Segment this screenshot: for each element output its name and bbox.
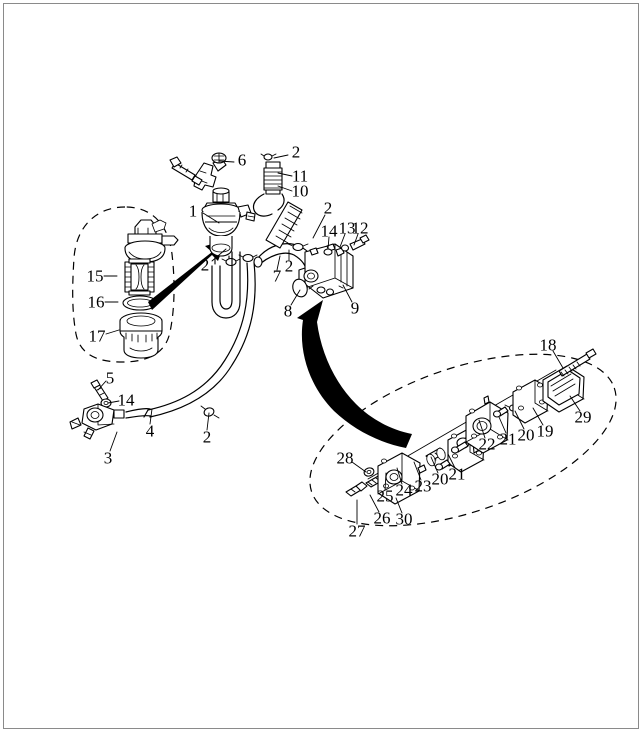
leader-2 bbox=[312, 214, 326, 239]
callout-3: 3 bbox=[103, 448, 113, 468]
callout-25: 25 bbox=[376, 486, 394, 506]
callout-leaders bbox=[97, 154, 581, 525]
leader-14 bbox=[327, 236, 330, 250]
callout-17: 17 bbox=[88, 326, 106, 346]
leader-1 bbox=[202, 212, 220, 224]
part-21-left bbox=[450, 441, 469, 454]
leader-9 bbox=[342, 284, 353, 303]
leader-7 bbox=[276, 255, 281, 271]
callout-18: 18 bbox=[539, 335, 557, 355]
leader-18 bbox=[552, 350, 564, 369]
callout-16: 16 bbox=[87, 292, 105, 312]
callout-22: 22 bbox=[478, 434, 496, 454]
leader-26 bbox=[369, 494, 380, 513]
callout-1: 1 bbox=[188, 201, 198, 221]
callout-2: 2 bbox=[200, 255, 210, 275]
leader-2 bbox=[273, 154, 289, 159]
leader-30 bbox=[395, 497, 403, 514]
pump-body-mid bbox=[465, 395, 509, 454]
callout-30: 30 bbox=[395, 509, 413, 529]
callout-20: 20 bbox=[517, 425, 535, 445]
filter-bowl-17 bbox=[119, 312, 163, 359]
fuel-filter-detail-group bbox=[72, 206, 179, 363]
leader-17 bbox=[105, 329, 120, 335]
part-27 bbox=[345, 481, 368, 497]
leader-2 bbox=[211, 248, 227, 262]
callout-19: 19 bbox=[536, 421, 554, 441]
leader-21 bbox=[498, 416, 507, 434]
callout-2: 2 bbox=[284, 256, 294, 276]
part-21-right bbox=[492, 406, 509, 418]
leader-11 bbox=[277, 172, 293, 177]
leader-20 bbox=[430, 456, 439, 474]
callout-12: 12 bbox=[351, 218, 369, 238]
leader-2 bbox=[206, 412, 210, 431]
pump-exploded-outline bbox=[309, 353, 617, 527]
leader-25 bbox=[384, 472, 387, 491]
callout-14: 14 bbox=[117, 390, 135, 410]
callout-2: 2 bbox=[202, 427, 212, 447]
callout-15: 15 bbox=[86, 266, 104, 286]
callout-20: 20 bbox=[431, 469, 449, 489]
callout-6: 6 bbox=[237, 150, 247, 170]
callout-8: 8 bbox=[283, 301, 293, 321]
leader-22 bbox=[478, 419, 486, 439]
leader-19 bbox=[532, 407, 544, 426]
fuel-hose-4 bbox=[143, 261, 256, 418]
callout-21: 21 bbox=[499, 429, 517, 449]
callout-2: 2 bbox=[291, 142, 301, 162]
callout-4: 4 bbox=[145, 421, 155, 441]
leader-4 bbox=[149, 408, 153, 425]
leader-13 bbox=[339, 233, 346, 248]
fuel-pump-exploded-group bbox=[309, 348, 617, 527]
callout-7: 7 bbox=[272, 266, 282, 286]
u-tube-pair bbox=[211, 251, 241, 319]
callout-5: 5 bbox=[105, 368, 115, 388]
callout-14: 14 bbox=[320, 221, 338, 241]
filter-body-top bbox=[124, 219, 179, 263]
part-20-left bbox=[434, 459, 451, 471]
callout-9: 9 bbox=[350, 298, 360, 318]
leader-3 bbox=[109, 431, 118, 452]
leader-8 bbox=[290, 289, 301, 306]
filter-detail-outline bbox=[72, 206, 175, 363]
fuel-valve-assembly bbox=[69, 379, 220, 440]
leader-6 bbox=[218, 160, 235, 163]
leader-20 bbox=[514, 410, 525, 430]
fuel-pump-assembly-1 bbox=[169, 152, 258, 267]
callout-27: 27 bbox=[348, 521, 366, 541]
callout-11: 11 bbox=[291, 166, 309, 186]
callout-23: 23 bbox=[414, 476, 432, 496]
leader-5 bbox=[97, 380, 107, 391]
callout-24: 24 bbox=[395, 480, 413, 500]
part-19 bbox=[512, 379, 549, 424]
callout-28: 28 bbox=[336, 448, 354, 468]
carburetor-body-9 bbox=[292, 234, 370, 299]
callout-26: 26 bbox=[373, 508, 391, 528]
pump-exploded-arrow bbox=[297, 300, 412, 448]
leader-21 bbox=[447, 453, 456, 469]
part-18 bbox=[558, 348, 597, 377]
callout-2: 2 bbox=[323, 198, 333, 218]
callout-29: 29 bbox=[574, 407, 592, 427]
part-28 bbox=[363, 467, 375, 477]
leader-14 bbox=[107, 400, 120, 404]
leader-24 bbox=[396, 467, 403, 485]
callout-21: 21 bbox=[448, 464, 466, 484]
part-29 bbox=[542, 365, 585, 413]
filter-detail-arrow bbox=[148, 240, 226, 310]
leader-10 bbox=[277, 185, 293, 192]
callout-10: 10 bbox=[291, 181, 309, 201]
filter-element-15 bbox=[124, 258, 155, 296]
intake-boot-group bbox=[252, 153, 309, 252]
leader-29 bbox=[569, 395, 581, 412]
leader-12 bbox=[353, 233, 359, 246]
callout-13: 13 bbox=[338, 218, 356, 238]
leader-23 bbox=[413, 461, 422, 481]
leader-28 bbox=[351, 461, 367, 473]
